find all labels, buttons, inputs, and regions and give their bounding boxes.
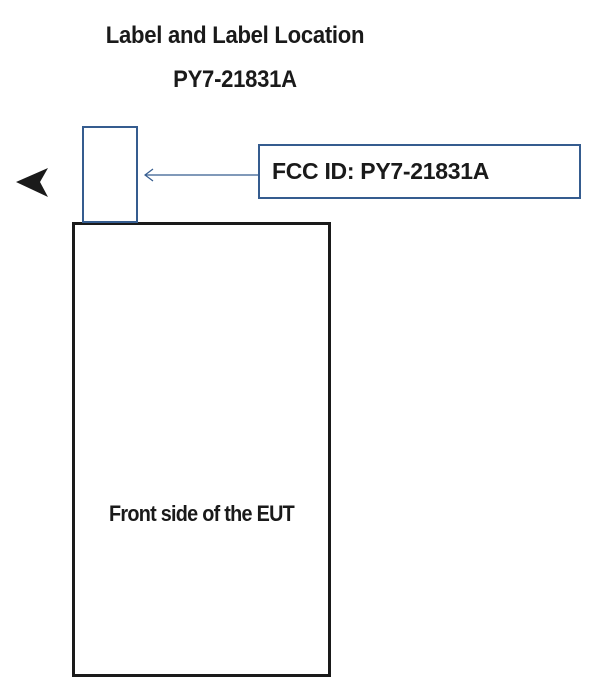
- eut-label: Front side of the EUT: [108, 501, 295, 526]
- eut-outline: Front side of the EUT: [72, 222, 331, 677]
- left-arrowhead-icon: [16, 168, 48, 197]
- diagram-subtitle: PY7-21831A: [173, 66, 297, 93]
- arrow-left-icon: [144, 168, 154, 182]
- diagram-title: Label and Label Location: [105, 22, 365, 49]
- label-location-box: [82, 126, 138, 223]
- fcc-id-callout: FCC ID: PY7-21831A: [258, 144, 581, 199]
- fcc-id-text: FCC ID: PY7-21831A: [272, 158, 490, 184]
